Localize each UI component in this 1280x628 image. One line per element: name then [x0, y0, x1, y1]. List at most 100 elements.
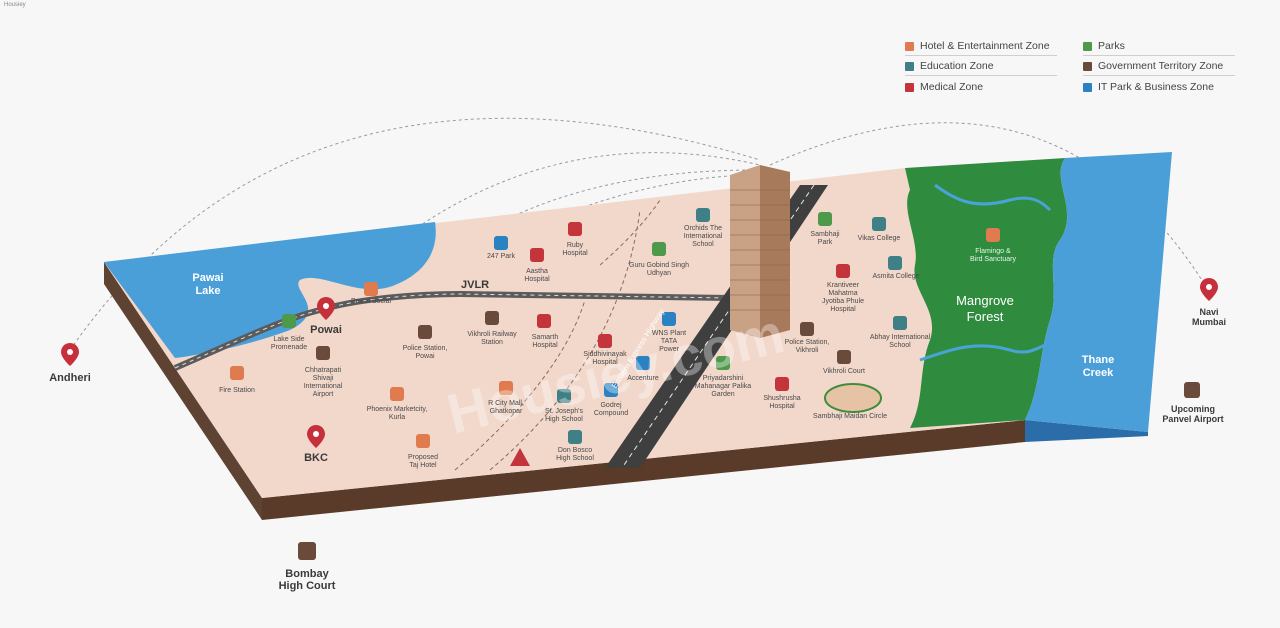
sambhaji-maidan — [824, 383, 882, 413]
legend-label: IT Park & Business Zone — [1098, 81, 1214, 93]
navi-mumbai-pin-icon — [1200, 278, 1218, 301]
place-label: Proposed Taj Hotel — [408, 454, 438, 469]
place-label: Accenture — [627, 375, 659, 382]
place-label: Samarth Hospital — [531, 334, 559, 349]
accenture-icon — [636, 356, 650, 370]
navi-mumbai-label: Navi Mumbai — [1191, 307, 1227, 327]
place-label: Shushrusha Hospital — [763, 395, 801, 410]
place-label: WNS Plant TATA Power — [651, 330, 687, 353]
orchids-icon — [696, 208, 710, 222]
place-label: St. Joseph's High School — [545, 408, 583, 423]
park247-icon — [494, 236, 508, 250]
place-label: R City Mall, Ghatkopar — [488, 400, 524, 415]
police-vikhroli-icon — [800, 322, 814, 336]
place-label: Don Bosco High School — [556, 447, 594, 462]
sambhaji-park-icon — [818, 212, 832, 226]
legend-swatch — [1083, 82, 1092, 92]
place-label: Police Station, Powai — [402, 345, 448, 360]
legend-swatch — [905, 61, 914, 71]
shushrusha-icon — [775, 377, 789, 391]
jvlr-label: JVLR — [461, 279, 490, 291]
place-label: Vikhroli Railway Station — [467, 331, 517, 346]
aastha-icon — [530, 248, 544, 262]
place-label: Vikas College — [857, 235, 901, 242]
thane-creek-label: Thane Creek — [1081, 354, 1115, 379]
legend-medical: Medical Zone — [905, 81, 983, 93]
place-label: Krantiveer Mahatma Jyotiba Phule Hospita… — [821, 282, 865, 313]
location-pins — [61, 278, 1218, 448]
mangrove-forest — [905, 158, 1068, 428]
guru-icon — [652, 242, 666, 256]
place-icons — [230, 208, 1200, 560]
corner-mark: Housiey — [4, 2, 26, 8]
bkc-label: BKC — [304, 452, 328, 464]
legend-swatch — [1083, 41, 1092, 51]
vikas-icon — [872, 217, 886, 231]
taj-icon — [416, 434, 430, 448]
flamingo-icon — [986, 228, 1000, 242]
legend-label: Government Territory Zone — [1098, 60, 1224, 72]
land-side-left — [104, 262, 262, 520]
bkc-pin-icon — [307, 425, 325, 448]
high-court-label: Bombay High Court — [278, 568, 336, 592]
legend-parks: Parks — [1083, 40, 1125, 52]
place-label: Lake Side Promenade — [270, 336, 308, 351]
krantiveer-icon — [836, 264, 850, 278]
samarth-icon — [537, 314, 551, 328]
rcity-icon — [499, 381, 513, 395]
powai-label: Powai — [310, 324, 342, 336]
legend-swatch — [905, 82, 914, 92]
mangrove-label: Mangrove Forest — [956, 293, 1014, 324]
vikhroli-court-icon — [837, 350, 851, 364]
vikhroli-rly-icon — [485, 311, 499, 325]
legend-education: Education Zone — [905, 60, 994, 72]
place-label: 247 Park — [486, 253, 516, 260]
legend-label: Parks — [1098, 40, 1125, 52]
place-label: Flamingo & Bird Sanctuary — [970, 248, 1016, 263]
andheri-label: Andheri — [49, 372, 91, 384]
place-label: Aastha Hospital — [524, 268, 550, 283]
legend-hotel: Hotel & Entertainment Zone — [905, 40, 1050, 52]
pawai-social-icon — [364, 282, 378, 296]
powai-pin-icon — [317, 297, 335, 320]
project-tower — [730, 165, 790, 338]
panvel-icon — [1184, 382, 1200, 398]
legend-label: Medical Zone — [920, 81, 984, 93]
siddhivinayak-icon — [598, 334, 612, 348]
wns-icon — [662, 312, 676, 326]
airport-icon — [316, 346, 330, 360]
legend-swatch — [1083, 61, 1092, 71]
pawai-lake — [104, 222, 436, 358]
abhay-icon — [893, 316, 907, 330]
local-roads — [454, 199, 661, 471]
godrej-icon — [604, 383, 618, 397]
legend-label: Education Zone — [920, 60, 994, 72]
legend-it-park: IT Park & Business Zone — [1083, 81, 1214, 93]
stjoseph-icon — [557, 389, 571, 403]
donbosco-icon — [568, 430, 582, 444]
place-label: Fire Station — [219, 387, 255, 394]
place-label: Asmita College — [872, 273, 920, 280]
place-label: Sambhaji Maidan Circle — [813, 413, 887, 420]
place-label: Vikhroli Court — [823, 368, 865, 375]
place-label: Chhatrapati Shivaji International Airpor… — [303, 367, 343, 398]
andheri-pin-icon — [61, 343, 79, 366]
ruby-icon — [568, 222, 582, 236]
asmita-icon — [888, 256, 902, 270]
place-label: Guru Gobind Singh Udhyan — [629, 262, 689, 277]
high-court-icon — [298, 542, 316, 560]
police-powai-icon — [418, 325, 432, 339]
phoenix-icon — [390, 387, 404, 401]
place-label: Godrej Compound — [593, 402, 629, 417]
place-label: Phoenix Marketcity, Kurla — [366, 406, 428, 421]
place-label: Siddhivinayak Hospital — [583, 351, 627, 366]
legend-label: Hotel & Entertainment Zone — [920, 40, 1050, 52]
place-label: Ruby Hospital — [562, 242, 588, 257]
place-label: Sambhaji Park — [810, 231, 840, 246]
place-label: Orchids The International School — [683, 225, 723, 248]
pawai-lake-label: Pawai Lake — [192, 272, 224, 297]
legend-swatch — [905, 41, 914, 51]
fire-station-icon — [230, 366, 244, 380]
panvel-label: Upcoming Panvel Airport — [1162, 404, 1224, 424]
